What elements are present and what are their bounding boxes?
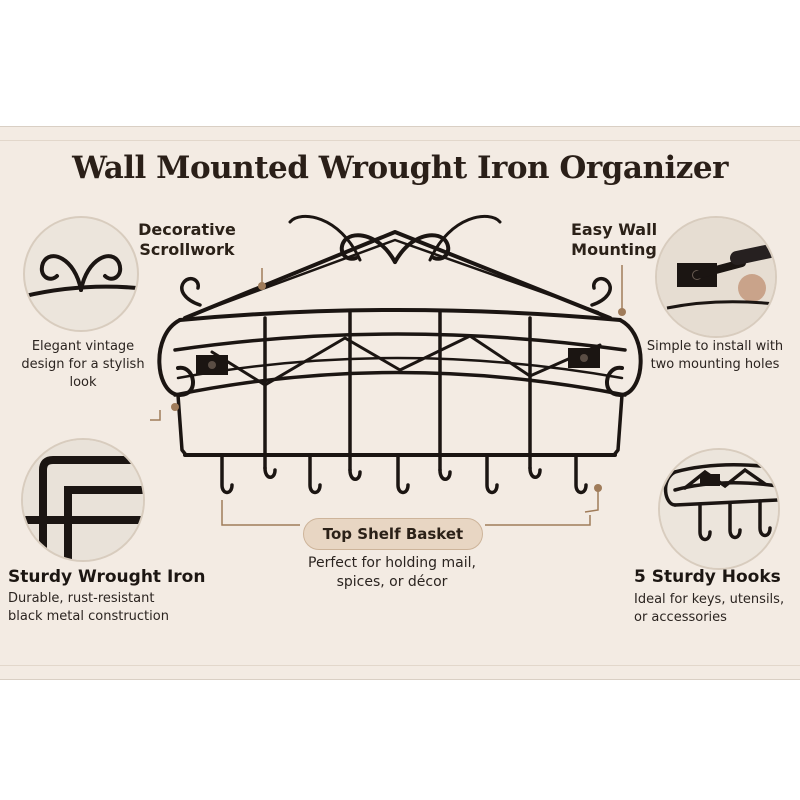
scrollwork-heading-line-1: Decorative [138, 220, 236, 239]
scrollwork-detail-circle [23, 216, 139, 332]
basket-desc-line-1: Perfect for holding mail, [308, 555, 476, 571]
inner-frame [0, 140, 800, 666]
wall-mounting-detail-circle [655, 216, 777, 338]
basket-desc-line-2: spices, or décor [336, 574, 448, 590]
mounting-desc-line-1: Simple to install with [646, 339, 784, 354]
infographic-title: Wall Mounted Wrought Iron Organizer [72, 150, 728, 186]
scrollwork-heading-line-2: Scrollwork [139, 240, 235, 259]
scrollwork-desc-line-1: Elegant vintage [31, 339, 135, 354]
scrollwork-heading: Decorative Scrollwork [132, 220, 242, 260]
scrollwork-desc-line-2: design for a stylish look [21, 357, 145, 390]
mounting-description: Simple to install with two mounting hole… [640, 338, 790, 374]
wrought-iron-detail-circle [21, 438, 145, 562]
hooks-desc-line-1: Ideal for keys, utensils, [634, 592, 785, 607]
wrought-iron-description: Durable, rust-resistant black metal cons… [8, 590, 208, 626]
wrought-iron-desc-line-1: Durable, rust-resistant [8, 591, 155, 606]
scrollwork-description: Elegant vintage design for a stylish loo… [8, 338, 158, 392]
hooks-desc-line-2: or accessories [634, 610, 727, 625]
top-shelf-basket-badge: Top Shelf Basket [303, 518, 483, 550]
mounting-heading-line-2: Mounting [571, 240, 657, 259]
wrought-iron-desc-line-2: black metal construction [8, 609, 169, 624]
mounting-heading: Easy Wall Mounting [564, 220, 664, 260]
mounting-desc-line-2: two mounting holes [650, 357, 780, 372]
hooks-detail-circle [658, 448, 780, 570]
hooks-heading: 5 Sturdy Hooks [634, 567, 781, 587]
basket-description: Perfect for holding mail, spices, or déc… [292, 554, 492, 592]
mounting-heading-line-1: Easy Wall [570, 220, 658, 239]
wrought-iron-heading: Sturdy Wrought Iron [8, 567, 206, 587]
hooks-description: Ideal for keys, utensils, or accessories [634, 591, 798, 627]
